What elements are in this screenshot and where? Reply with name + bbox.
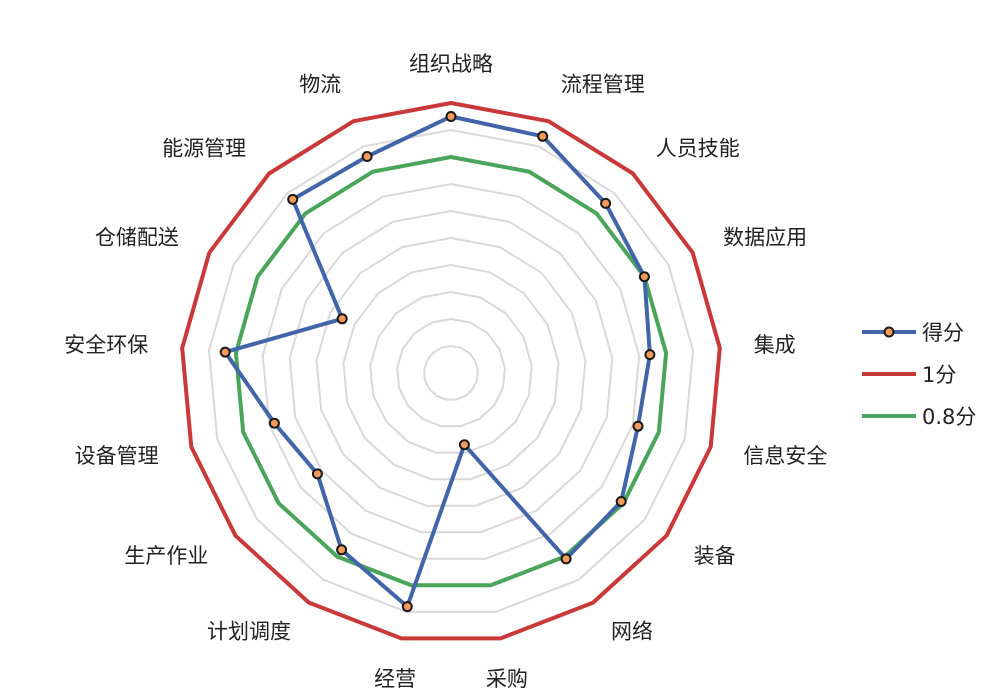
legend-label: 得分 <box>922 321 964 345</box>
grid-ring <box>342 263 560 481</box>
category-label: 流程管理 <box>561 73 645 97</box>
category-label: 经营 <box>374 667 416 691</box>
data-point <box>361 151 373 162</box>
category-label: 生产作业 <box>124 544 208 568</box>
category-label: 设备管理 <box>75 444 159 468</box>
data-point <box>458 439 470 451</box>
data-point <box>311 468 323 480</box>
series-line <box>180 101 722 641</box>
grid-ring <box>261 182 641 560</box>
grid-ring <box>396 317 506 428</box>
legend: 得分 1分 0.8分 <box>862 321 976 429</box>
category-label: 仓储配送 <box>95 226 179 250</box>
data-point <box>644 349 656 361</box>
marker-layer <box>219 111 656 613</box>
grid-ring <box>207 128 695 613</box>
grid-ring <box>315 236 587 507</box>
data-point <box>401 601 413 613</box>
data-point <box>287 193 299 205</box>
data-point <box>615 496 627 507</box>
category-label: 安全环保 <box>64 333 148 357</box>
grid-ring <box>423 344 479 401</box>
series-line <box>223 114 652 609</box>
data-point <box>638 271 650 283</box>
grid-ring <box>288 209 614 534</box>
data-point <box>219 346 231 358</box>
legend-label: 1分 <box>922 363 956 387</box>
category-label: 物流 <box>299 73 341 97</box>
category-label: 数据应用 <box>723 226 807 250</box>
category-label: 装备 <box>694 544 736 568</box>
grid-ring <box>369 290 533 454</box>
data-point <box>537 130 549 142</box>
category-label: 组织战略 <box>409 52 493 76</box>
data-point <box>336 313 348 325</box>
legend-label: 0.8分 <box>922 405 976 429</box>
series-layer <box>180 101 722 641</box>
category-label: 网络 <box>611 620 653 644</box>
data-point <box>445 111 457 122</box>
data-point <box>560 553 572 565</box>
category-label: 人员技能 <box>656 136 740 160</box>
category-label: 计划调度 <box>207 620 291 644</box>
category-label: 信息安全 <box>743 444 827 468</box>
data-point <box>600 197 612 209</box>
data-point <box>268 417 280 429</box>
category-label: 能源管理 <box>162 136 246 160</box>
category-label: 采购 <box>486 667 528 691</box>
data-point <box>336 544 348 556</box>
legend-swatch-marker <box>883 326 895 338</box>
category-label: 集成 <box>754 333 796 357</box>
data-point <box>632 420 644 432</box>
series-line <box>233 155 669 588</box>
